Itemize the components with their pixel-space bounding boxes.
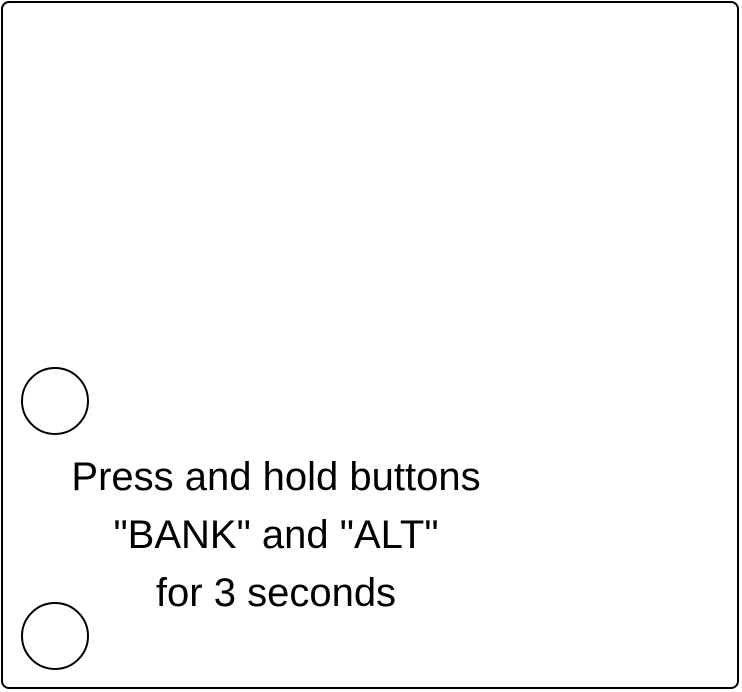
instruction-line-2: "BANK" and "ALT" xyxy=(113,513,439,557)
alt-button[interactable] xyxy=(21,602,89,670)
bank-button[interactable] xyxy=(21,367,89,435)
instruction-line-3: for 3 seconds xyxy=(155,571,397,615)
instruction-line-1: Press and hold buttons xyxy=(71,455,481,499)
instruction-text: Press and hold buttons "BANK" and "ALT" … xyxy=(26,448,526,622)
